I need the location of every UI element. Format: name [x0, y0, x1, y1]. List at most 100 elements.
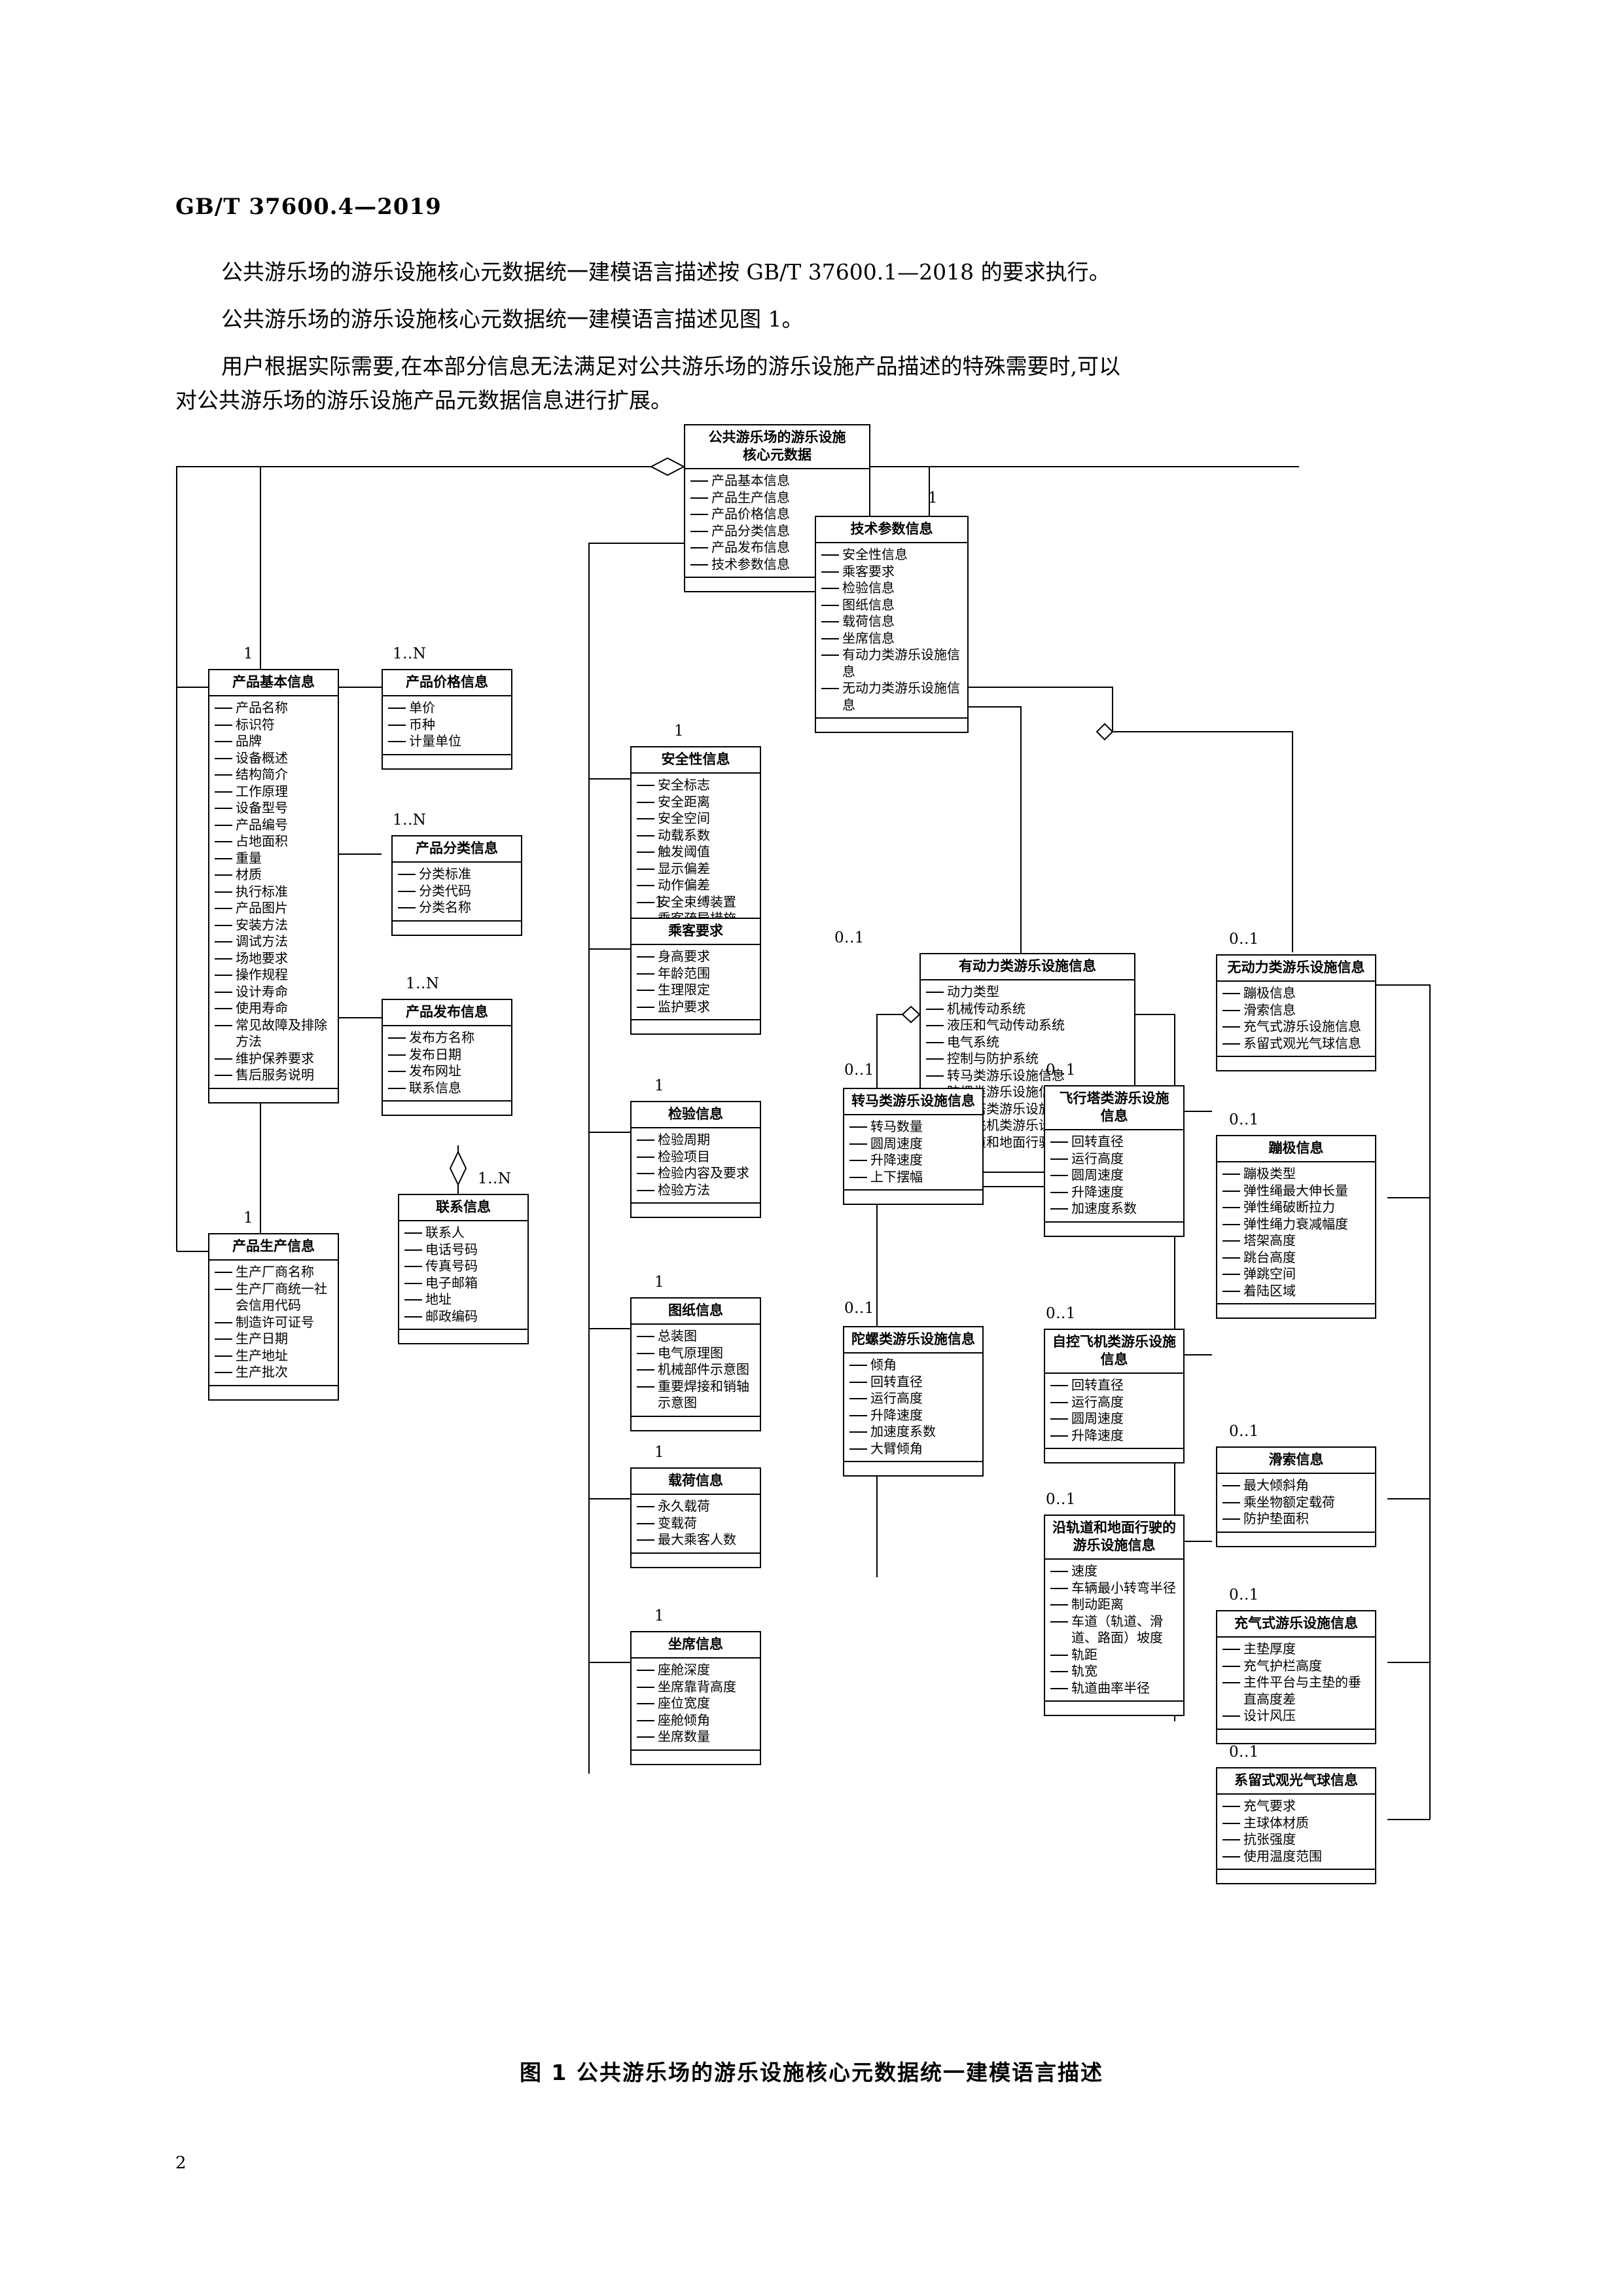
multiplicity-label: 1	[654, 894, 665, 911]
class-attributes: 回转直径 运行高度 圆周速度 升降速度 加速度系数	[1045, 1130, 1183, 1223]
attribute: 上下摆幅	[848, 1169, 980, 1186]
attribute: 抗张强度	[1221, 1831, 1372, 1848]
class-box-unpowered-facility: 无动力类游乐设施信息 蹦极信息 滑索信息 充气式游乐设施信息 系留式观光气球信息	[1216, 954, 1376, 1071]
attribute: 生产厂商名称	[213, 1264, 335, 1281]
attribute: 场地要求	[213, 950, 335, 967]
attribute: 材质	[213, 867, 335, 884]
attribute: 传真号码	[403, 1258, 525, 1275]
attribute: 产品名称	[213, 700, 335, 717]
class-attributes: 充气要求 主球体材质 抗张强度 使用温度范围	[1217, 1795, 1375, 1870]
multiplicity-label: 0..1	[834, 929, 865, 946]
attribute: 座位宽度	[635, 1695, 757, 1712]
attribute: 制造许可证号	[213, 1314, 335, 1331]
class-box-load: 载荷信息 永久载荷 变载荷 最大乘客人数	[630, 1467, 761, 1568]
attribute: 电气原理图	[635, 1345, 757, 1362]
attribute: 乘客要求	[820, 564, 965, 581]
attribute: 坐席靠背高度	[635, 1679, 757, 1696]
attribute: 产品图片	[213, 900, 335, 917]
class-title: 有动力类游乐设施信息	[921, 954, 1134, 980]
attribute: 标识符	[213, 717, 335, 734]
attribute: 身高要求	[635, 948, 757, 965]
attribute: 检验周期	[635, 1132, 757, 1149]
class-attributes: 转马数量 圆周速度 升降速度 上下摆幅	[844, 1115, 982, 1191]
attribute: 圆周速度	[1049, 1167, 1181, 1184]
attribute: 设计风压	[1221, 1708, 1372, 1725]
attribute: 最大倾斜角	[1221, 1477, 1372, 1494]
class-attributes: 总装图 电气原理图 机械部件示意图 重要焊接和销轴示意图	[632, 1325, 760, 1417]
attribute: 运行高度	[848, 1390, 980, 1407]
attribute: 年龄范围	[635, 965, 757, 982]
multiplicity-label: 0..1	[1229, 931, 1259, 948]
multiplicity-label: 1	[928, 490, 938, 507]
class-footer	[383, 1102, 511, 1115]
attribute: 电气系统	[925, 1034, 1132, 1051]
class-footer	[1217, 1870, 1375, 1883]
class-attributes: 生产厂商名称 生产厂商统一社会信用代码 制造许可证号 生产日期 生产地址 生产批…	[209, 1261, 338, 1386]
attribute: 升降速度	[1049, 1427, 1181, 1444]
class-attributes: 蹦极信息 滑索信息 充气式游乐设施信息 系留式观光气球信息	[1217, 982, 1375, 1057]
attribute: 弹跳空间	[1221, 1266, 1372, 1283]
attribute: 升降速度	[848, 1407, 980, 1424]
attribute: 分类代码	[397, 883, 518, 900]
multiplicity-label: 1	[654, 1274, 665, 1291]
attribute: 蹦极信息	[1221, 985, 1372, 1002]
class-title: 产品基本信息	[209, 670, 338, 696]
attribute: 联系信息	[387, 1080, 508, 1097]
attribute: 邮政编码	[403, 1308, 525, 1325]
attribute: 主件平台与主垫的垂直高度差	[1221, 1674, 1372, 1708]
class-footer	[1217, 1730, 1375, 1743]
class-footer	[1045, 1223, 1183, 1236]
attribute: 发布日期	[387, 1047, 508, 1064]
attribute: 重量	[213, 850, 335, 867]
multiplicity-label: 0..1	[1229, 1423, 1259, 1440]
multiplicity-label: 0..1	[1046, 1491, 1076, 1508]
class-footer	[632, 1020, 760, 1033]
attribute: 产品生产信息	[689, 490, 866, 507]
class-footer	[1217, 1304, 1375, 1318]
attribute: 蹦极类型	[1221, 1166, 1372, 1183]
class-attributes: 座舱深度 坐席靠背高度 座位宽度 座舱倾角 坐席数量	[632, 1659, 760, 1751]
attribute: 系留式观光气球信息	[1221, 1035, 1372, 1052]
class-attributes: 倾角 回转直径 运行高度 升降速度 加速度系数 大臂倾角	[844, 1354, 982, 1462]
class-attributes: 最大倾斜角 乘坐物额定载荷 防护垫面积	[1217, 1474, 1375, 1533]
attribute: 电话号码	[403, 1242, 525, 1259]
class-footer	[209, 1386, 338, 1399]
attribute: 弹性绳最大伸长量	[1221, 1183, 1372, 1200]
attribute: 分类名称	[397, 899, 518, 916]
multiplicity-label: 1	[243, 1210, 254, 1227]
attribute: 主球体材质	[1221, 1815, 1372, 1832]
class-title: 乘客要求	[632, 919, 760, 945]
attribute: 操作规程	[213, 967, 335, 984]
class-footer	[1217, 1533, 1375, 1546]
attribute: 轨道曲率半径	[1049, 1680, 1181, 1697]
class-footer	[632, 1751, 760, 1764]
class-attributes: 身高要求 年龄范围 生理限定 监护要求	[632, 945, 760, 1020]
class-attributes: 联系人 电话号码 传真号码 电子邮箱 地址 邮政编码	[399, 1221, 527, 1330]
attribute: 载荷信息	[820, 613, 965, 630]
attribute: 检验信息	[820, 580, 965, 597]
class-footer	[1217, 1057, 1375, 1070]
attribute: 结构简介	[213, 766, 335, 783]
attribute: 执行标准	[213, 884, 335, 901]
class-title: 蹦极信息	[1217, 1136, 1375, 1162]
attribute: 变载荷	[635, 1515, 757, 1532]
class-footer	[632, 1204, 760, 1217]
attribute: 生产地址	[213, 1348, 335, 1365]
attribute: 地址	[403, 1291, 525, 1308]
multiplicity-label: 1	[243, 645, 254, 662]
class-box-zipline: 滑索信息 最大倾斜角 乘坐物额定载荷 防护垫面积	[1216, 1446, 1376, 1547]
class-title: 图纸信息	[632, 1299, 760, 1325]
paragraph-1: 公共游乐场的游乐设施核心元数据统一建模语言描述按 GB/T 37600.1—20…	[221, 259, 1111, 285]
class-title: 产品价格信息	[383, 670, 511, 696]
attribute: 车道（轨道、滑道、路面）坡度	[1049, 1613, 1181, 1647]
class-attributes: 回转直径 运行高度 圆周速度 升降速度	[1045, 1374, 1183, 1449]
attribute: 回转直径	[848, 1374, 980, 1391]
attribute: 加速度系数	[1049, 1200, 1181, 1217]
attribute: 圆周速度	[848, 1136, 980, 1153]
attribute: 触发阈值	[635, 844, 757, 861]
attribute: 发布方名称	[387, 1030, 508, 1047]
attribute: 设备概述	[213, 750, 335, 767]
multiplicity-label: 0..1	[1229, 1111, 1259, 1128]
attribute: 电子邮箱	[403, 1275, 525, 1292]
attribute: 安全距离	[635, 794, 757, 811]
